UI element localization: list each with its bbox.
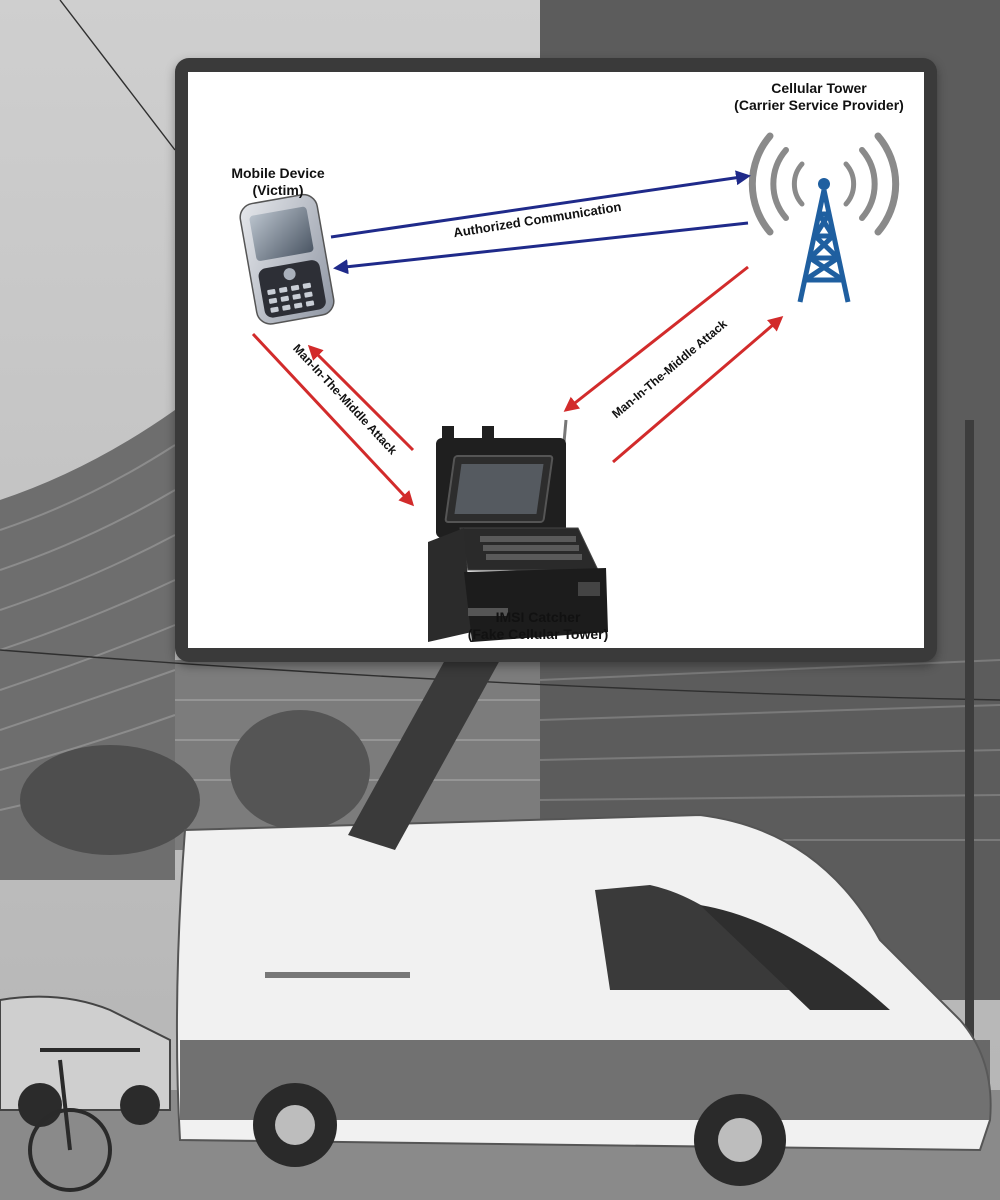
cellular-tower-label: Cellular Tower (Carrier Service Provider… [714, 80, 924, 114]
imsi-catcher-label: IMSI Catcher (Fake Cellular Tower) [438, 609, 638, 643]
white-van [175, 813, 992, 1186]
mitm-right-label: Man-In-The-Middle Attack [609, 317, 730, 421]
mitm-left-edge: Man-In-The-Middle Attack [251, 332, 415, 507]
mobile-device-label: Mobile Device (Victim) [198, 165, 358, 199]
laptop-case-icon [428, 419, 608, 642]
imsi-catcher-title: IMSI Catcher [495, 609, 581, 625]
authorized-communication-edge: Authorized Communication [330, 170, 751, 275]
imsi-catcher-subtitle: (Fake Cellular Tower) [467, 626, 609, 642]
authorized-communication-label: Authorized Communication [452, 199, 622, 240]
cellular-tower-subtitle: (Carrier Service Provider) [734, 97, 904, 113]
mobile-phone-icon [239, 193, 335, 325]
cellular-tower-title: Cellular Tower [771, 80, 867, 96]
imsi-catcher-diagram: Authorized Communication Man-In-The-Midd… [188, 72, 924, 648]
parked-car [0, 995, 171, 1111]
trees [20, 745, 200, 855]
cell-tower-icon [748, 132, 900, 303]
diagram-canvas: Authorized Communication Man-In-The-Midd… [239, 132, 900, 642]
mobile-device-title: Mobile Device [231, 165, 325, 181]
mitm-left-label: Man-In-The-Middle Attack [290, 341, 400, 457]
mitm-right-edge: Man-In-The-Middle Attack [563, 265, 784, 464]
bicycle [28, 1048, 140, 1192]
diagram-callout-frame: Authorized Communication Man-In-The-Midd… [175, 58, 937, 662]
mobile-device-subtitle: (Victim) [252, 182, 304, 198]
callout-pointer [348, 660, 500, 850]
